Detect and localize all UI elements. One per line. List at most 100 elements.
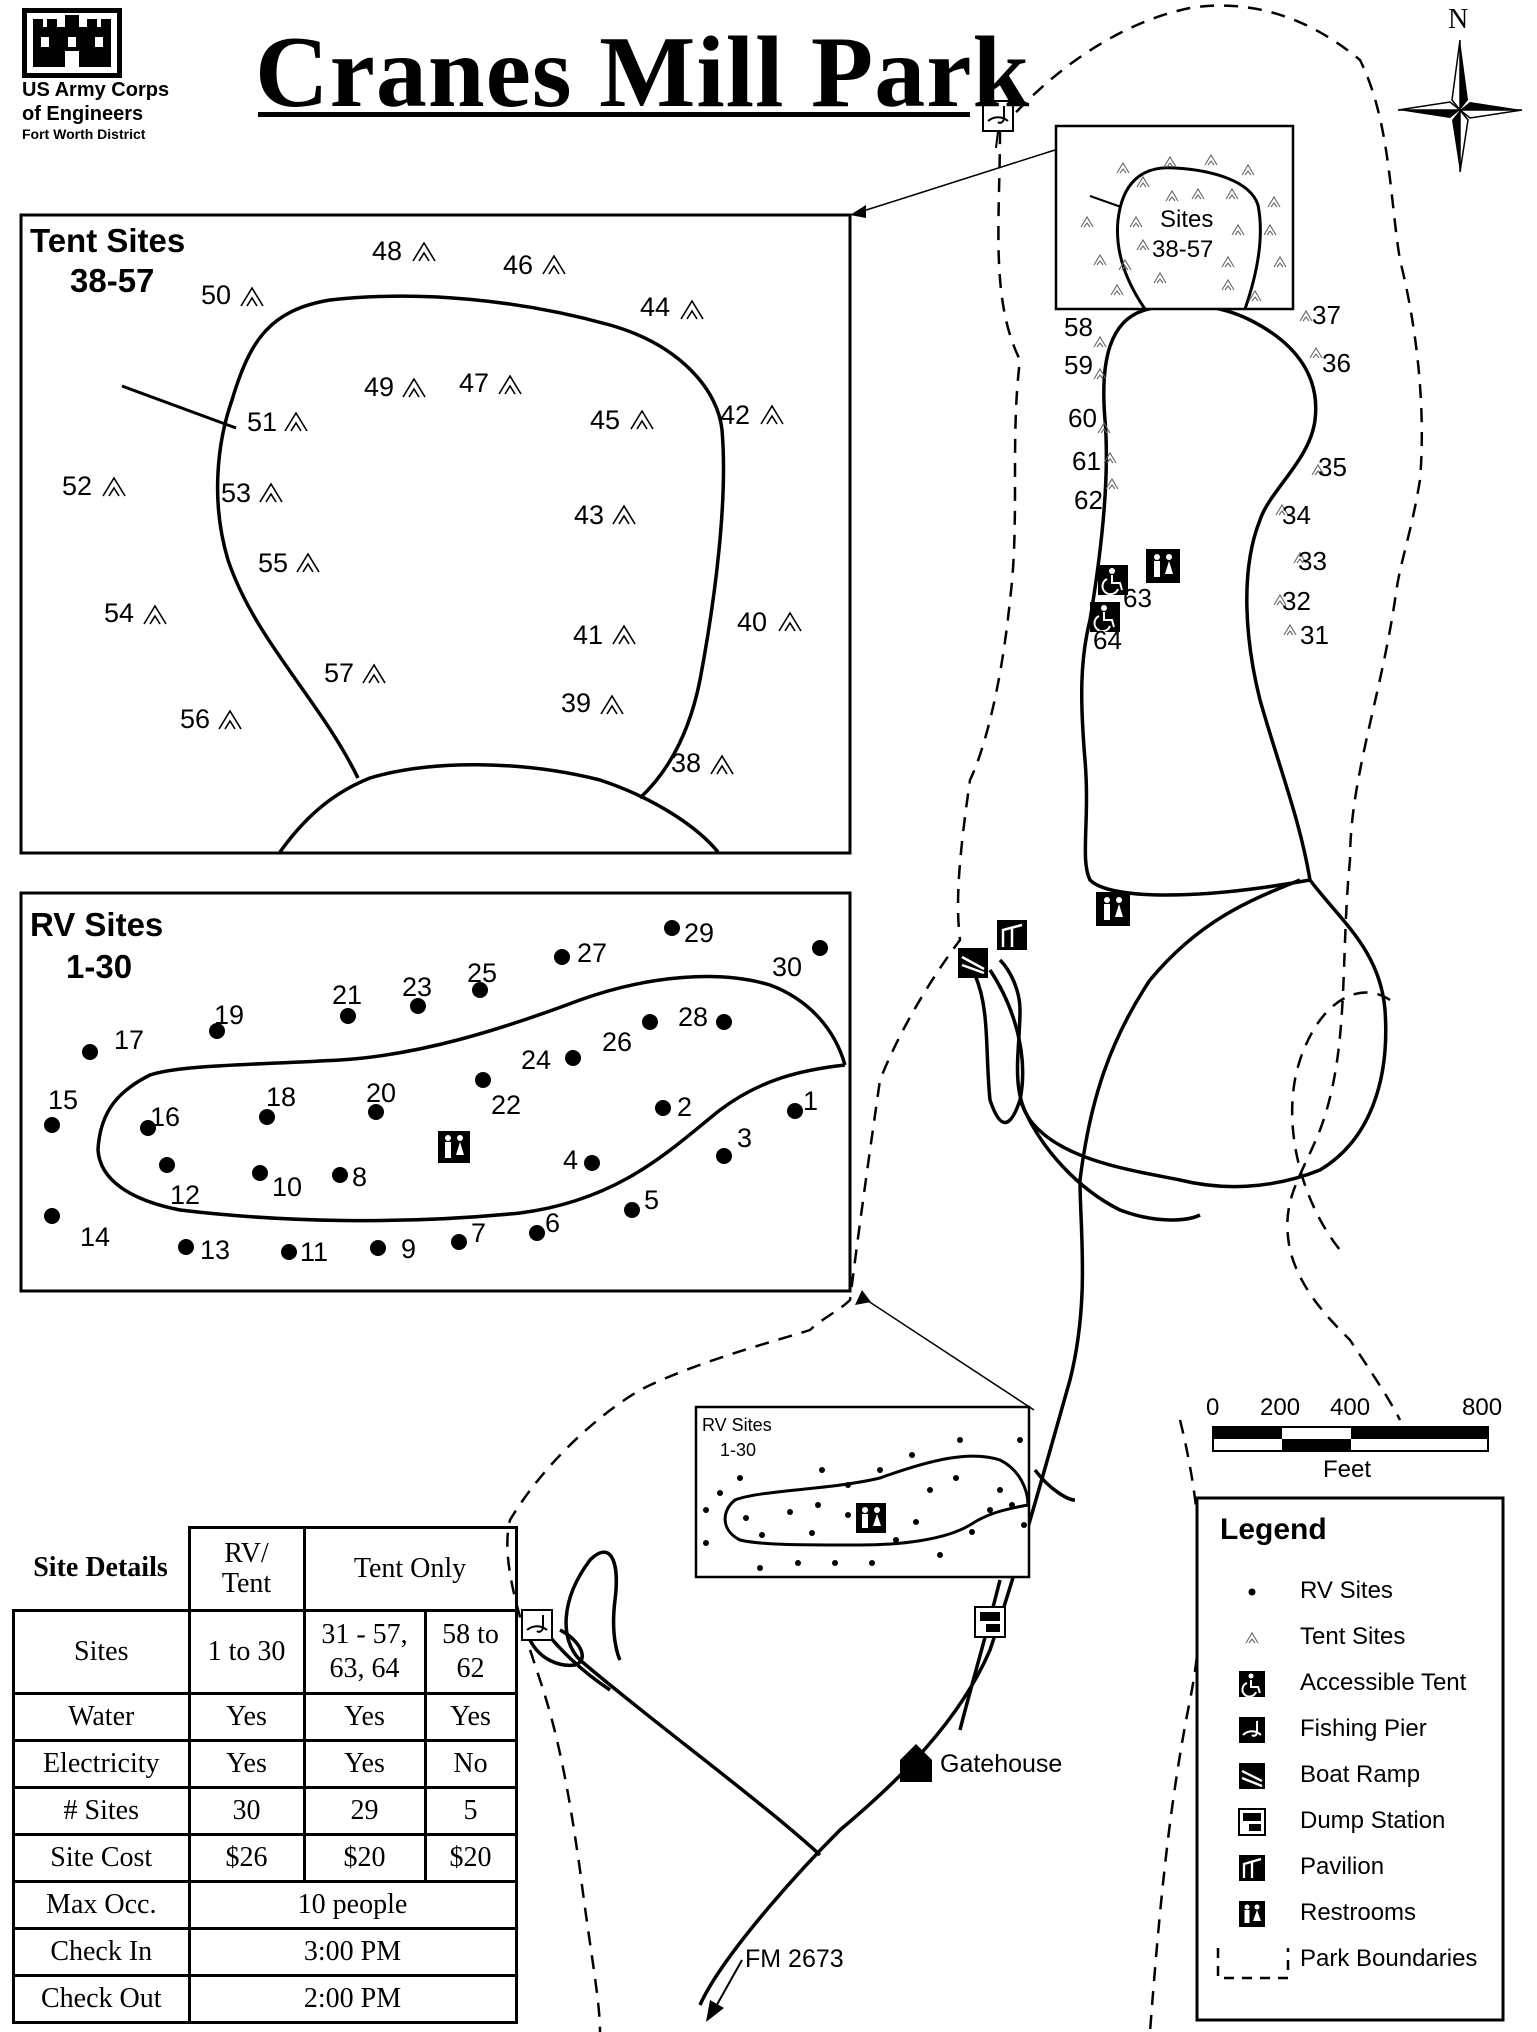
accessible-icon xyxy=(1098,565,1128,596)
rv-site-dot xyxy=(410,998,426,1014)
rv-site-dot xyxy=(340,1008,356,1024)
cell-sites-t1-line-1: 31 - 57, xyxy=(321,1619,408,1650)
rv-site-label: 24 xyxy=(521,1045,552,1075)
overview-site-label: 35 xyxy=(1318,452,1347,482)
castle-logo-icon xyxy=(22,8,122,78)
cell-cost-rv: $26 xyxy=(187,1833,306,1883)
rv-overview-loop xyxy=(723,1454,1030,1547)
tent-site-label: 57 xyxy=(324,658,355,688)
rv-road xyxy=(1033,1468,1076,1502)
overview-site-label: 34 xyxy=(1282,500,1311,530)
row-label-electricity: Electricity xyxy=(12,1739,191,1789)
rv-site-dot xyxy=(82,1044,98,1060)
rv-site-label: 6 xyxy=(545,1208,561,1238)
cell-sites-rv: 1 to 30 xyxy=(187,1609,306,1695)
tent-site-label: 43 xyxy=(574,500,605,530)
rv-site-dot xyxy=(44,1208,60,1224)
rv-site-label: 20 xyxy=(366,1078,397,1108)
col-tent-only-header: Tent Only xyxy=(302,1526,518,1612)
overview-site-label: 37 xyxy=(1312,300,1341,330)
rv-site-dot xyxy=(529,1225,545,1241)
scale-tick-200: 200 xyxy=(1260,1394,1301,1421)
rv-site-label: 25 xyxy=(467,958,498,988)
row-label-check-out: Check Out xyxy=(12,1974,191,2024)
legend-item-park-boundaries: Park Boundaries xyxy=(1300,1945,1478,1972)
legend-title: Legend xyxy=(1220,1513,1327,1546)
cell-water-t2: Yes xyxy=(423,1692,518,1742)
rv-site-label: 4 xyxy=(563,1145,579,1175)
rv-site-dot xyxy=(252,1165,268,1181)
tent-site-label: 56 xyxy=(180,704,211,734)
accessible-icon xyxy=(1239,1671,1265,1698)
rv-site-label: 1 xyxy=(803,1086,819,1116)
title-underline xyxy=(258,112,970,117)
cell-electricity-t2: No xyxy=(423,1739,518,1789)
gatehouse-icon xyxy=(900,1744,932,1782)
rv-box-label-2: 1-30 xyxy=(720,1440,757,1460)
legend-item-fishing-pier: Fishing Pier xyxy=(1300,1715,1427,1742)
rv-site-label: 10 xyxy=(272,1172,303,1202)
row-label-check-in: Check In xyxy=(12,1927,191,1977)
boat-ramp-icon xyxy=(958,948,988,978)
rv-site-dot xyxy=(332,1167,348,1183)
cell-water-t1: Yes xyxy=(302,1692,427,1742)
boat-ramp-icon xyxy=(1239,1763,1265,1789)
tent-site-label: 38 xyxy=(671,748,702,778)
cell-num-sites-rv: 30 xyxy=(187,1786,306,1836)
scale-tick-0: 0 xyxy=(1206,1394,1220,1421)
leader-line xyxy=(859,149,1056,213)
tent-site-label: 46 xyxy=(503,250,534,280)
rv-overview-box xyxy=(694,1405,1031,1579)
rv-site-label: 13 xyxy=(200,1235,231,1265)
tent-site-label: 53 xyxy=(221,478,252,508)
rv-site-label: 21 xyxy=(332,980,363,1010)
north-label: N xyxy=(1448,4,1469,35)
rv-site-dot xyxy=(655,1100,671,1116)
tent-box-label-1: Sites xyxy=(1160,206,1214,233)
overview-site-label: 62 xyxy=(1074,485,1103,515)
rv-site-dot xyxy=(44,1117,60,1133)
rv-site-dot xyxy=(812,940,828,956)
rv-site-dot xyxy=(159,1157,175,1173)
pier-road xyxy=(538,1550,822,1857)
rv-site-label: 3 xyxy=(737,1123,753,1153)
tent-site-label: 45 xyxy=(590,405,621,435)
rv-site-label: 12 xyxy=(170,1180,201,1210)
cell-sites-t1: 31 - 57,63, 64 xyxy=(302,1609,427,1695)
rv-site-dot xyxy=(281,1244,297,1260)
restroom-icon xyxy=(856,1503,886,1533)
tent-site-label: 47 xyxy=(459,368,490,398)
dump-station-icon xyxy=(1238,1808,1266,1836)
rv-site-label: 7 xyxy=(471,1218,487,1248)
rv-site-dot-icon xyxy=(1248,1588,1256,1596)
tent-inset-range: 38-57 xyxy=(70,262,155,299)
accessible-icon xyxy=(1090,602,1120,633)
rv-site-label: 15 xyxy=(48,1085,79,1115)
tent-site-label: 48 xyxy=(372,236,403,266)
road-spur xyxy=(1018,1099,1201,1222)
restroom-icon xyxy=(1096,892,1130,926)
gatehouse-label: Gatehouse xyxy=(940,1750,1063,1778)
col-rv-tent-header: RV/Tent xyxy=(187,1526,306,1612)
rv-site-dot xyxy=(451,1234,467,1250)
scale-unit: Feet xyxy=(1323,1456,1372,1483)
rv-site-label: 11 xyxy=(300,1237,329,1267)
tent-site-label: 40 xyxy=(737,607,768,637)
cell-electricity-t1: Yes xyxy=(302,1739,427,1789)
rv-site-dot xyxy=(370,1240,386,1256)
tent-site-label: 49 xyxy=(364,372,395,402)
rv-site-label: 5 xyxy=(644,1185,660,1215)
cell-sites-t2-line-1: 58 to xyxy=(442,1619,499,1650)
rv-site-dot xyxy=(209,1023,225,1039)
cell-num-sites-t2: 5 xyxy=(423,1786,518,1836)
row-label-sites: Sites xyxy=(12,1609,191,1695)
scale-bar-segment xyxy=(1213,1427,1282,1439)
rv-site-dot xyxy=(140,1120,156,1136)
rv-box-label-1: RV Sites xyxy=(702,1415,772,1435)
north-arrow-icon xyxy=(1397,39,1523,173)
tent-inset-title: Tent Sites xyxy=(30,222,186,259)
legend-item-pavilion: Pavilion xyxy=(1300,1853,1385,1880)
pavilion-icon xyxy=(997,920,1027,950)
leader-line xyxy=(861,1296,1035,1411)
